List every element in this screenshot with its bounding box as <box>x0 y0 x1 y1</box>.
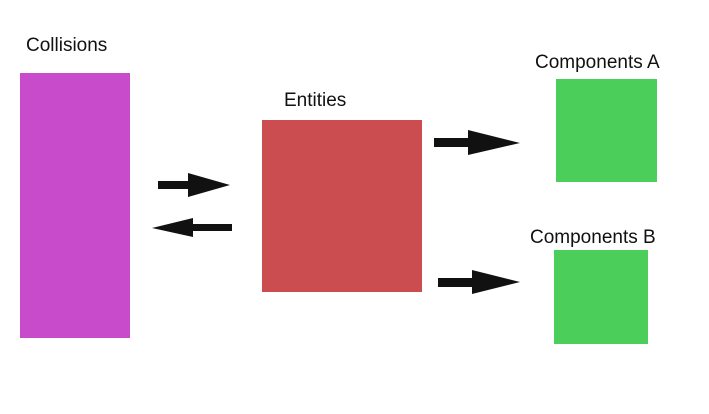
arrow-head <box>152 218 193 237</box>
arrow-head <box>188 173 230 197</box>
arrow-shaft <box>438 278 476 287</box>
collisions-label: Collisions <box>26 35 108 56</box>
arrow-head <box>468 130 520 155</box>
arrow-head <box>472 270 520 294</box>
collisions-block <box>20 73 130 338</box>
arrow-shaft <box>434 138 472 147</box>
components-a-block <box>556 79 657 182</box>
entities-label: Entities <box>284 90 347 111</box>
components-b-label: Components B <box>530 227 656 248</box>
components-b-block <box>554 250 648 344</box>
arrow-entities-to-collisions <box>152 218 232 237</box>
components-a-label: Components A <box>535 52 660 73</box>
arrow-collisions-to-entities <box>158 173 230 197</box>
arrow-shaft <box>190 224 232 231</box>
arrow-entities-to-components-a <box>434 130 520 155</box>
entities-block <box>262 120 422 292</box>
arrow-shaft <box>158 181 192 189</box>
arrow-entities-to-components-b <box>438 270 520 294</box>
